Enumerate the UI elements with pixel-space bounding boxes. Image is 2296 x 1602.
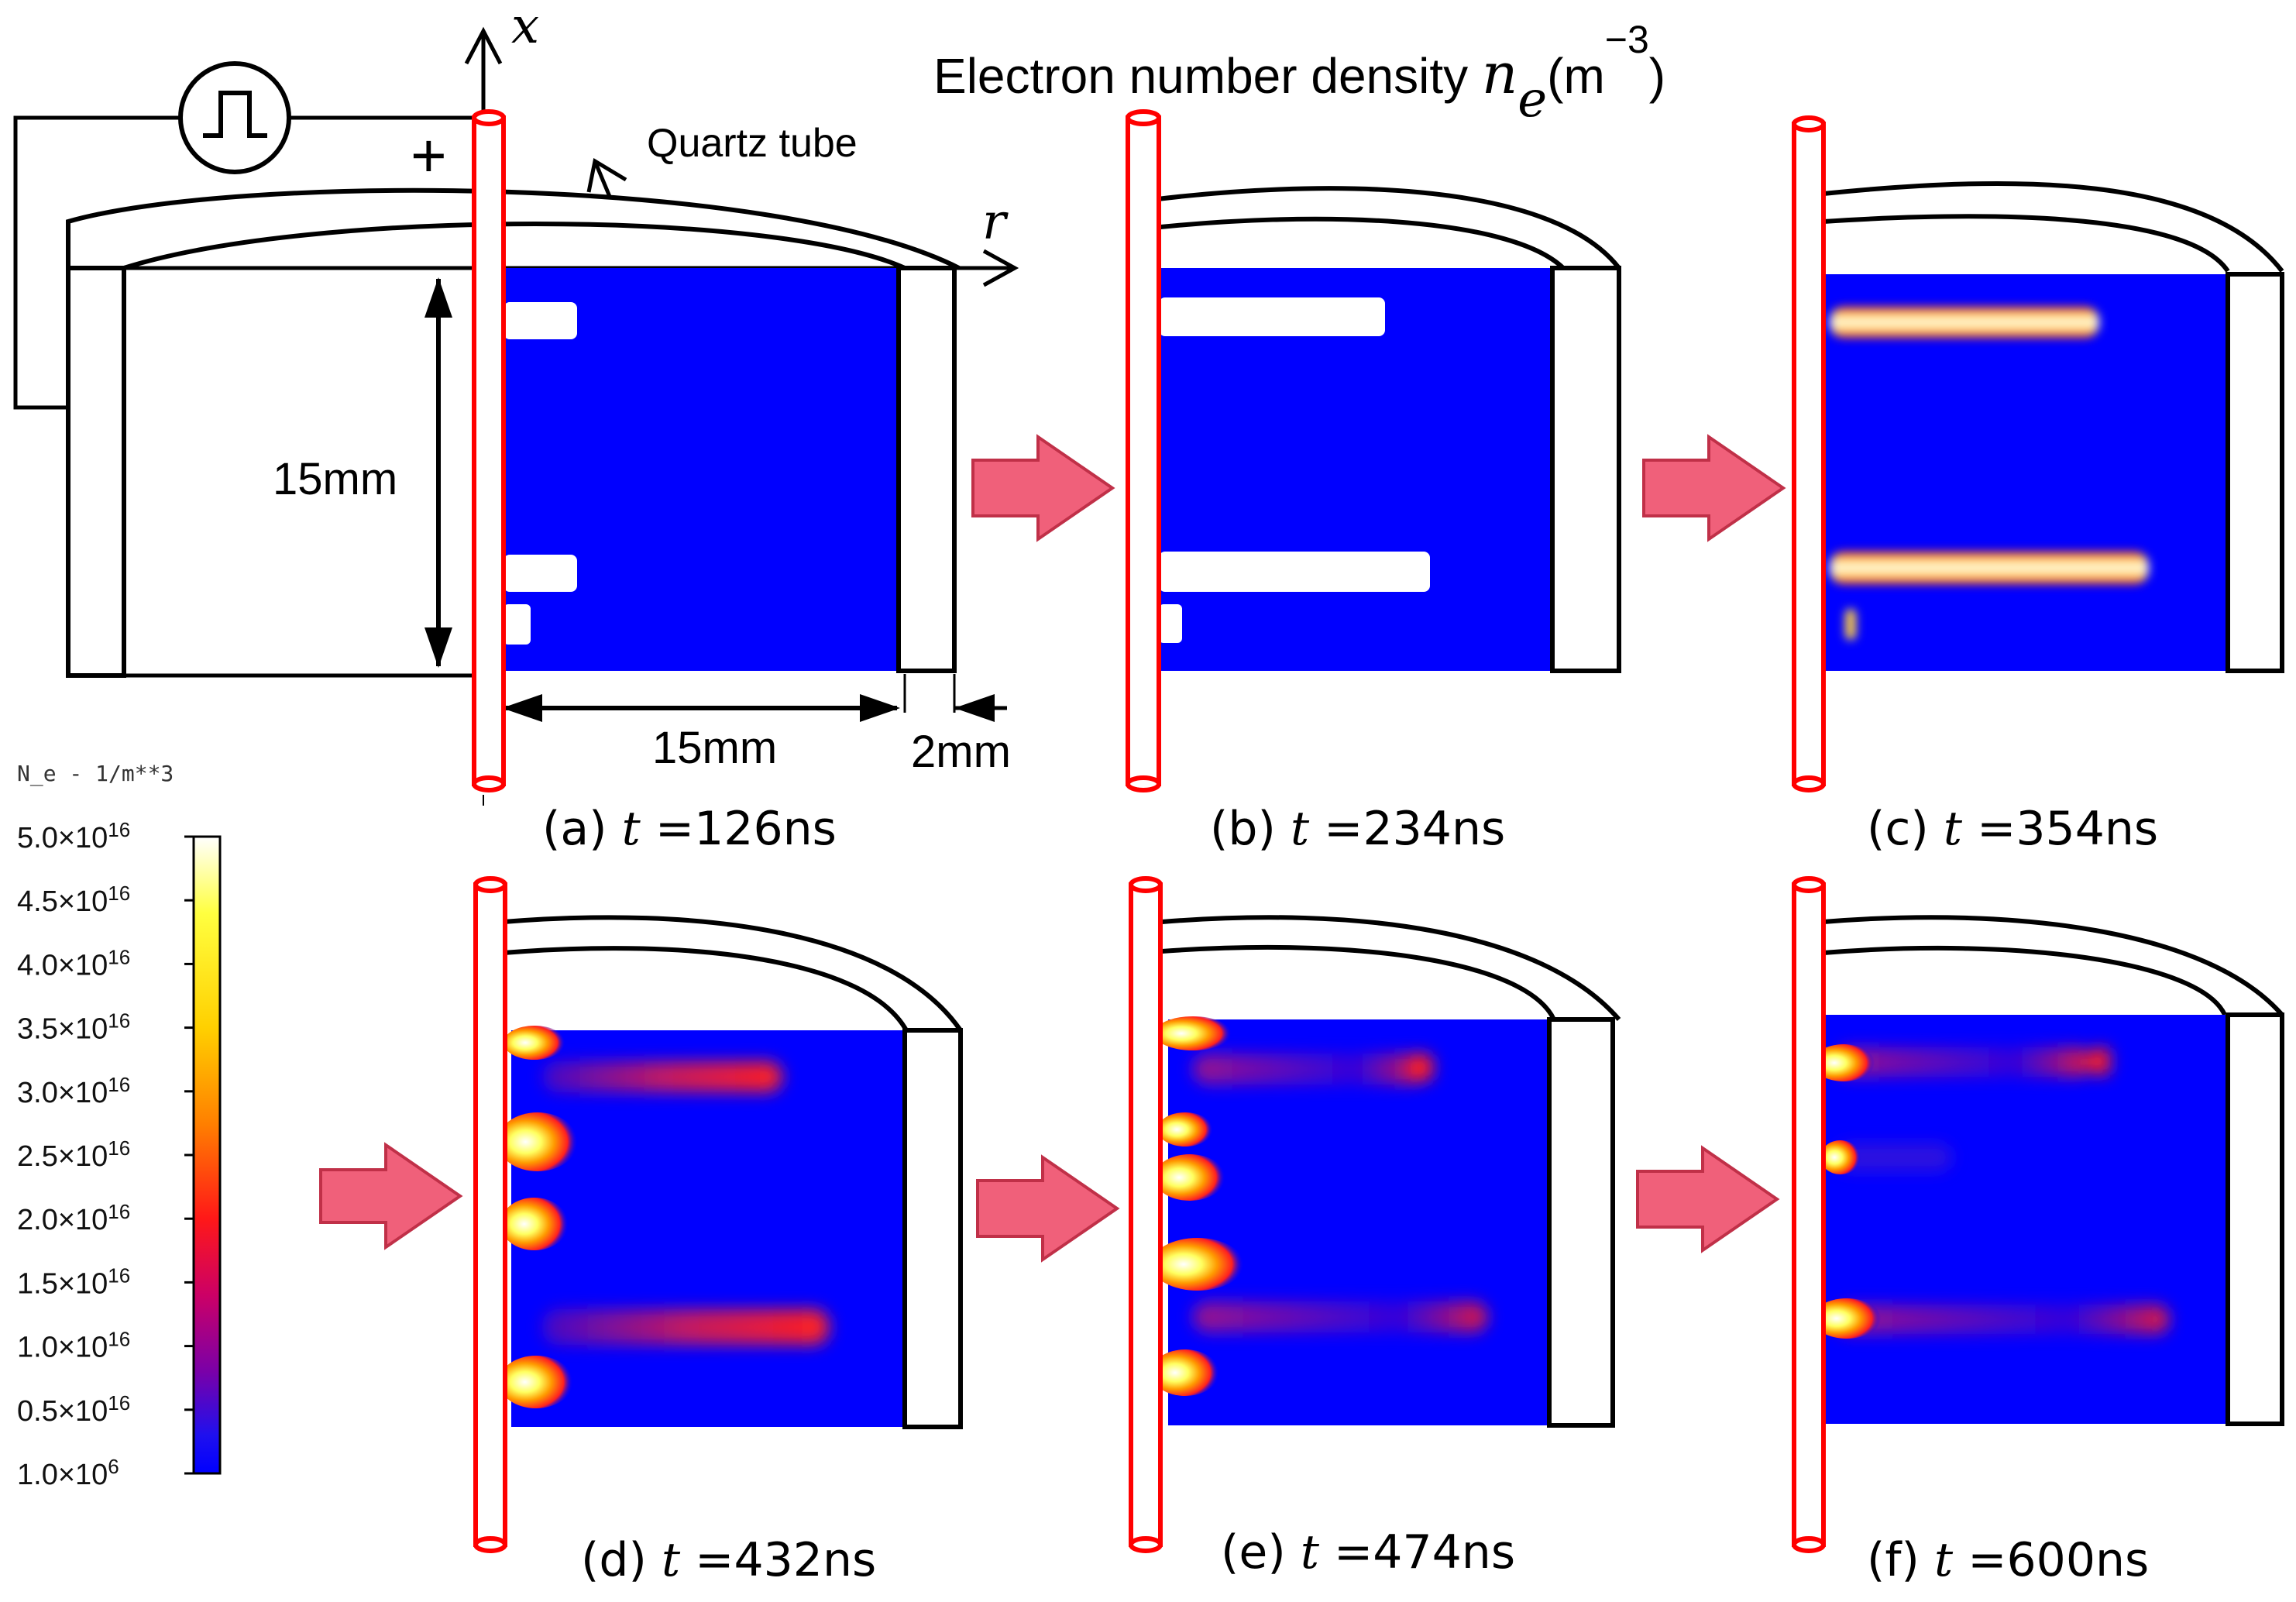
arrow-b-to-c: [1642, 434, 1786, 542]
colorbar-tick-label: 4.0×1016: [17, 945, 130, 981]
progression-arrows: [319, 434, 1786, 1263]
arrow-e-to-f: [1636, 1145, 1780, 1253]
colorbar: N_e - 1/m**3 5.0×1016 4.5×1016 4.0×1016 3.5…: [17, 761, 222, 1491]
colorbar-tick-label: 3.0×1016: [17, 1073, 130, 1109]
caption-e: (e) t =474ns: [1221, 1525, 1515, 1580]
electrode-c: [1792, 122, 1826, 786]
colorbar-tick-label: 5.0×1016: [17, 818, 130, 854]
colorbar-tick-label: 0.5×1016: [17, 1391, 130, 1428]
panel-c: (c) t =354ns: [1792, 115, 2284, 856]
figure-title: Electron number density ne(m−3): [933, 18, 1665, 129]
colorbar-title: N_e - 1/m**3: [17, 761, 174, 787]
electrode-b: [1126, 115, 1161, 786]
caption-f: (f) t =600ns: [1867, 1533, 2149, 1587]
panel-f: (f) t =600ns: [1792, 876, 2284, 1587]
caption-a: (a) t =126ns: [542, 802, 837, 856]
height-dimension-label: 15mm: [273, 454, 397, 504]
colorbar-tick-label: 2.0×1016: [17, 1200, 130, 1236]
arrow-c-to-d: [319, 1142, 463, 1250]
arrow-a-to-b: [971, 434, 1115, 542]
colorbar-tick-label: 1.0×1016: [17, 1328, 130, 1364]
panel-d: (d) t =432ns: [473, 876, 963, 1587]
width-dimension-label: 15mm: [652, 723, 777, 773]
quartz-tube-label: Quartz tube: [647, 121, 858, 166]
caption-d: (d) t =432ns: [581, 1533, 876, 1587]
electrode-f: [1792, 882, 1826, 1547]
x-axis-label: x: [511, 0, 539, 55]
panel-e: (e) t =474ns: [1129, 876, 1621, 1580]
circuit-wire: [13, 115, 183, 410]
plus-sign: +: [411, 121, 447, 190]
colorbar-tick-label: 3.5×1016: [17, 1009, 130, 1046]
electrode-e: [1129, 882, 1163, 1547]
colorbar-tick-label: 4.5×1016: [17, 882, 130, 918]
colorbar-tick-label: 1.5×1016: [17, 1263, 130, 1300]
colorbar-scale: [192, 835, 222, 1475]
caption-c: (c) t =354ns: [1867, 802, 2158, 856]
electrode-d: [473, 882, 507, 1547]
panel-b: (b) t =234ns: [1126, 109, 1621, 856]
colorbar-tick-label: 1.0×106: [17, 1455, 119, 1491]
arrow-d-to-e: [976, 1154, 1120, 1263]
pulse-source-icon: [178, 61, 291, 174]
electrode-a: [472, 115, 506, 786]
panel-a: + x Quartz tube r 15mm: [13, 0, 1019, 856]
caption-b: (b) t =234ns: [1210, 802, 1505, 856]
wall-dimension-label: 2mm: [911, 727, 1011, 777]
colorbar-tick-label: 2.5×1016: [17, 1136, 130, 1173]
r-axis-label: r: [982, 194, 1009, 251]
